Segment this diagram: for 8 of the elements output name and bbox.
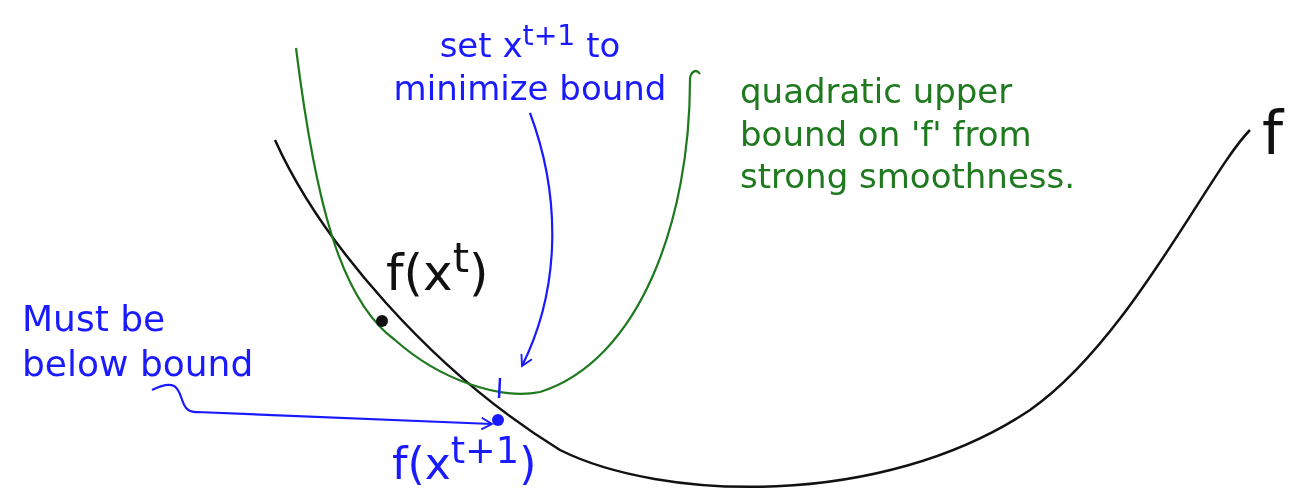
point-label: f(x$^{t}$) xyxy=(386,243,489,302)
annotation-text: quadratic upper bound on 'f' from strong smoothness. xyxy=(740,71,1076,196)
annotation-text: Must be below bound xyxy=(22,298,254,384)
curve-label: f xyxy=(1262,98,1284,168)
annotation-text: set x$^{t+1}$ to minimize bound xyxy=(393,25,667,108)
arrow xyxy=(151,383,493,431)
point-label: f(x$^{t+1}$) xyxy=(392,437,537,489)
arrow xyxy=(520,112,554,367)
